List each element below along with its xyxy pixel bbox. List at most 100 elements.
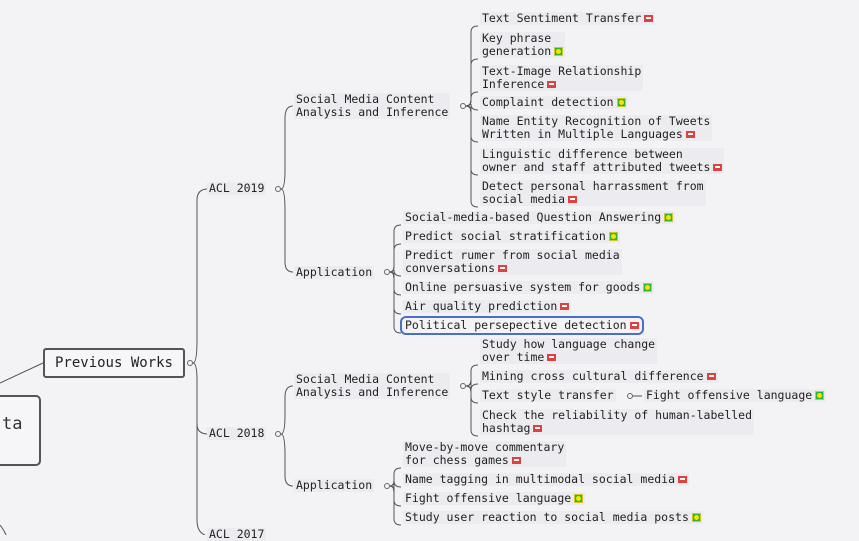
topic-text: Application bbox=[296, 265, 373, 279]
smc-2019-collapse[interactable] bbox=[460, 103, 466, 109]
red-flag-icon bbox=[629, 322, 639, 329]
app-2019-collapse[interactable] bbox=[384, 269, 390, 275]
app-2018-collapse[interactable] bbox=[384, 483, 390, 489]
topic-text: Move-by-move commentary bbox=[405, 440, 565, 454]
connector-line bbox=[389, 224, 402, 273]
topic-text: Online persuasive system for goods bbox=[405, 281, 653, 294]
leaf-topic-2019-app-1[interactable]: Predict social stratification bbox=[403, 230, 620, 243]
application-2019[interactable]: Application bbox=[294, 265, 375, 279]
leaf-topic-2019-app-4[interactable]: Air quality prediction bbox=[403, 300, 572, 313]
acl-2019-topic[interactable]: ACL 2019 bbox=[207, 181, 267, 195]
topic-text: Application bbox=[296, 478, 373, 492]
topic-text: over time bbox=[482, 351, 655, 364]
connector-line bbox=[280, 105, 294, 190]
smiley-icon bbox=[664, 213, 674, 222]
topic-text: Text-Image Relationship bbox=[482, 64, 642, 78]
text-style-collapse[interactable] bbox=[627, 393, 633, 399]
connector-line bbox=[465, 58, 479, 107]
connector-line bbox=[280, 385, 294, 435]
root-topic-label: ta bbox=[2, 414, 23, 434]
connector-line bbox=[465, 385, 479, 437]
topic-text: Fight offensive language bbox=[405, 492, 584, 505]
leaf-topic-2018-fight-offensive[interactable]: Fight offensive language bbox=[644, 389, 827, 402]
topic-text: Mining cross cultural difference bbox=[482, 370, 716, 383]
topic-text: Study user reaction to social media post… bbox=[405, 511, 701, 524]
red-flag-icon bbox=[498, 265, 508, 272]
topic-text: Complaint detection bbox=[482, 96, 626, 109]
leaf-topic-2018-app-2[interactable]: Fight offensive language bbox=[403, 492, 586, 505]
red-flag-icon bbox=[547, 354, 557, 361]
topic-text: Study how language change bbox=[482, 337, 656, 351]
smiley-icon bbox=[608, 232, 618, 241]
red-flag-icon bbox=[533, 425, 543, 432]
acl-2018-topic[interactable]: ACL 2018 bbox=[207, 426, 267, 440]
topic-text: Linguistic difference between bbox=[482, 147, 683, 161]
smiley-icon bbox=[554, 47, 564, 56]
topic-text: generation bbox=[482, 45, 564, 58]
red-flag-icon bbox=[568, 196, 578, 203]
topic-text: ACL 2018 bbox=[209, 426, 265, 440]
topic-text: for chess games bbox=[405, 454, 564, 467]
topic-text: Social Media Content bbox=[296, 92, 435, 106]
smiley-icon bbox=[616, 98, 626, 107]
connector-line bbox=[389, 271, 402, 334]
acl-2018-collapse[interactable] bbox=[275, 431, 281, 437]
topic-text: Name tagging in multimodal social media bbox=[405, 473, 688, 486]
topic-text: Name Entity Recognition of Tweets bbox=[482, 114, 711, 128]
leaf-topic-2018-smc-2[interactable]: Text style transfer bbox=[480, 389, 616, 402]
smiley-icon bbox=[691, 513, 701, 522]
topic-text: conversations bbox=[405, 262, 620, 275]
smc-2018-collapse[interactable] bbox=[460, 383, 466, 389]
leaf-topic-2019-app-5[interactable]: Political persepective detection bbox=[400, 316, 644, 335]
leaf-topic-2019-smc-0[interactable]: Text Sentiment Transfer bbox=[480, 12, 656, 25]
connector-line bbox=[465, 379, 479, 391]
leaf-topic-2018-app-3[interactable]: Study user reaction to social media post… bbox=[403, 511, 703, 524]
leaf-topic-2018-smc-1[interactable]: Mining cross cultural difference bbox=[480, 370, 718, 383]
topic-text: Social Media Content bbox=[296, 372, 435, 386]
leaf-topic-2018-app-1[interactable]: Name tagging in multimodal social media bbox=[403, 473, 690, 486]
topic-text: Analysis and Inference bbox=[296, 105, 449, 119]
previous-works-topic[interactable]: Previous Works bbox=[43, 348, 185, 378]
connector-line bbox=[280, 188, 294, 273]
topic-text: Detect personal harrassment from bbox=[482, 179, 704, 193]
topic-text: Written in Multiple Languages bbox=[482, 128, 710, 141]
connector-line bbox=[465, 103, 479, 113]
topic-text: Analysis and Inference bbox=[296, 385, 449, 399]
leaf-topic-2019-app-0[interactable]: Social-media-based Question Answering bbox=[403, 211, 676, 224]
topic-text: Predict social stratification bbox=[405, 230, 618, 243]
topic-text: Fight offensive language bbox=[646, 389, 825, 402]
root-topic[interactable]: ta bbox=[0, 395, 41, 466]
red-flag-icon bbox=[547, 81, 557, 88]
red-flag-icon bbox=[713, 164, 723, 171]
topic-text: Text style transfer bbox=[482, 388, 614, 402]
connector-line bbox=[389, 243, 402, 273]
leaf-topic-2019-smc-3[interactable]: Complaint detection bbox=[480, 96, 628, 109]
topic-text: Air quality prediction bbox=[405, 300, 570, 313]
topic-text: ACL 2019 bbox=[209, 181, 265, 195]
red-flag-icon bbox=[706, 373, 716, 380]
topic-text: Text Sentiment Transfer bbox=[482, 12, 654, 25]
topic-text: Social-media-based Question Answering bbox=[405, 211, 674, 224]
leaf-topic-2019-app-3[interactable]: Online persuasive system for goods bbox=[403, 281, 655, 294]
red-flag-icon bbox=[511, 457, 521, 464]
acl-2019-collapse[interactable] bbox=[275, 186, 281, 192]
red-flag-icon bbox=[644, 15, 654, 22]
connector-line bbox=[196, 420, 206, 535]
smiley-icon bbox=[643, 283, 653, 292]
smiley-icon bbox=[574, 494, 584, 503]
previous-works-collapse[interactable] bbox=[187, 360, 193, 366]
connector-line bbox=[389, 467, 402, 487]
previous-works-label: Previous Works bbox=[54, 355, 173, 371]
application-2018[interactable]: Application bbox=[294, 478, 375, 492]
